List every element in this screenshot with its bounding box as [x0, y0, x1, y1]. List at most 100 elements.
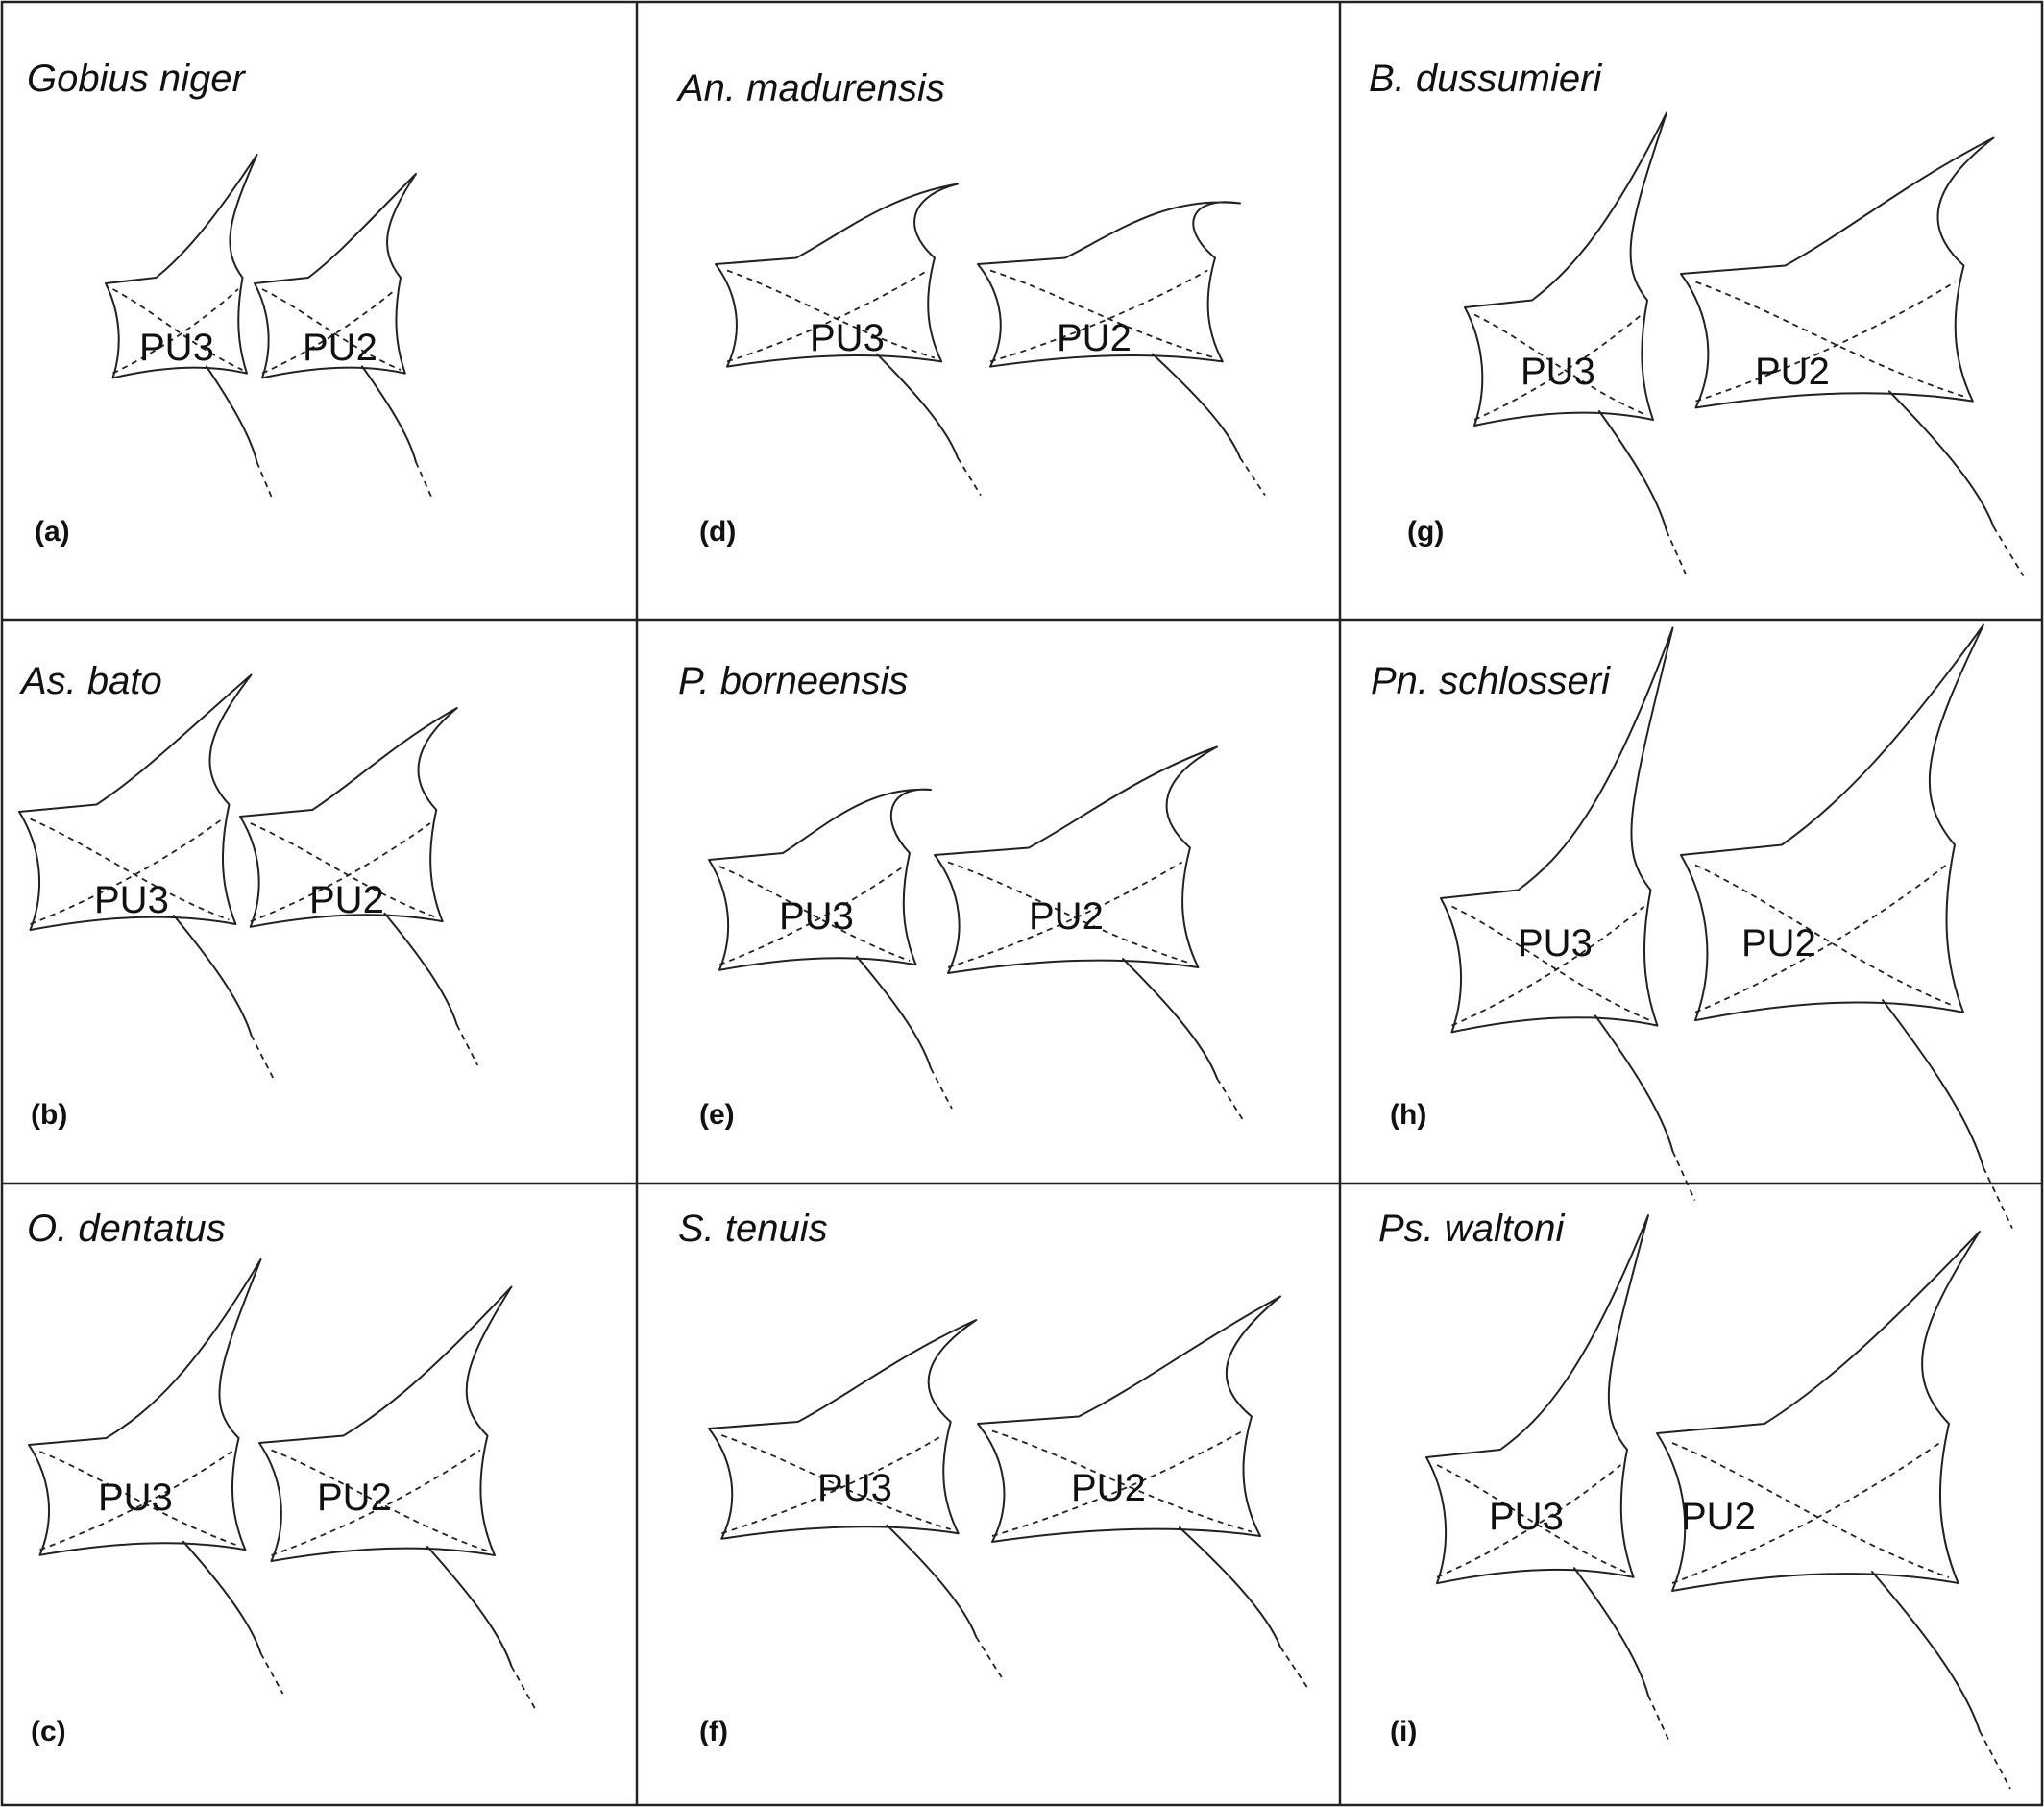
vertebra-outline	[361, 365, 417, 463]
vertebra-label-pu3: PU3	[1489, 1496, 1564, 1538]
vertebra-dashed-line	[930, 1067, 953, 1110]
vertebra-dashed-line	[975, 1636, 1003, 1678]
vertebra-dashed-line	[991, 1429, 1244, 1537]
vertebra-outline	[886, 1524, 978, 1638]
vertebra-dashed-line	[1694, 864, 1956, 1008]
vertebra-dashed-line	[39, 1451, 233, 1551]
vertebra-outline	[182, 1540, 262, 1654]
vertebra-dashed-line	[957, 457, 982, 496]
vertebra-outline	[934, 745, 1218, 974]
vertebra-dashed-line	[250, 822, 431, 923]
vertebra-outline	[1464, 111, 1667, 427]
panel-title: O. dentatus	[27, 1208, 226, 1250]
vertebra-outline	[426, 1546, 513, 1668]
vertebra-dashed-line	[1436, 1464, 1628, 1574]
vertebra-dashed-line	[250, 822, 437, 918]
vertebra-dashed-line	[1647, 1695, 1670, 1743]
vertebra-dashed-line	[259, 1652, 284, 1695]
vertebra-dashed-line	[1694, 864, 1947, 1013]
vertebra-dashed-line	[718, 866, 904, 966]
vertebra-outline	[173, 915, 253, 1037]
vertebra-label-pu2: PU2	[309, 879, 384, 921]
vertebra-dashed-line	[1671, 1151, 1696, 1201]
vertebra-dashed-line	[112, 288, 239, 375]
vertebra-dashed-line	[1473, 313, 1648, 417]
panel-title: Ps. waltoni	[1378, 1208, 1566, 1250]
vertebra-label-pu2: PU2	[1741, 922, 1816, 965]
vertebra-outline	[258, 1285, 513, 1562]
panel-title: B. dussumieri	[1369, 58, 1602, 100]
vertebra-dashed-line	[30, 818, 230, 921]
panel-title: An. madurensis	[676, 67, 945, 110]
vertebra-label-pu2: PU2	[303, 327, 377, 369]
vertebra-outline	[1882, 999, 1984, 1169]
vertebra-label-pu3: PU3	[139, 327, 214, 369]
panel-letter: (d)	[699, 516, 736, 548]
vertebra-dashed-line	[1451, 905, 1651, 1022]
panel-letter: (h)	[1390, 1099, 1426, 1131]
vertebra-dashed-line	[415, 461, 432, 498]
vertebra-outline	[383, 912, 458, 1026]
vertebra-dashed-line	[947, 861, 1183, 968]
vertebra-dashed-line	[261, 288, 397, 375]
vertebra-dashed-line	[1979, 1730, 2011, 1790]
panel-letter: (c)	[31, 1716, 66, 1747]
vertebra-dashed-line	[271, 1449, 481, 1556]
vertebra-dashed-line	[1239, 457, 1266, 496]
vertebra-dashed-line	[510, 1666, 537, 1710]
vertebra-dashed-line	[1436, 1464, 1621, 1578]
vertebra-outline	[254, 173, 417, 379]
vertebra-dashed-line	[256, 461, 273, 498]
vertebra-outline	[105, 154, 258, 379]
vertebra-dashed-line	[989, 269, 1216, 359]
vertebra-dashed-line	[1671, 1442, 1940, 1584]
vertebra-dashed-line	[989, 269, 1208, 363]
vertebra-dashed-line	[726, 269, 929, 363]
panel-title: P. borneensis	[678, 660, 908, 702]
vertebra-dashed-line	[1666, 530, 1687, 574]
vertebra-outline	[1888, 390, 1995, 528]
vertebra-outline	[876, 353, 959, 459]
vertebra-dashed-line	[726, 269, 936, 359]
vertebra-outline	[708, 788, 932, 971]
vertebra-label-pu3: PU3	[94, 879, 169, 921]
panel-letter: (i)	[1390, 1716, 1417, 1747]
panel-title: Pn. schlosseri	[1371, 660, 1611, 702]
vertebra-dashed-line	[261, 288, 402, 371]
vertebra-dashed-line	[30, 818, 224, 925]
vertebra-outline	[1656, 1231, 1981, 1592]
vertebra-label-pu3: PU3	[779, 895, 854, 938]
vertebra-dashed-line	[1992, 526, 2025, 576]
vertebra-dashed-line	[991, 1429, 1253, 1533]
vertebra-dashed-line	[718, 866, 911, 962]
vertebra-outline	[28, 1258, 262, 1556]
vertebra-label-pu2: PU2	[1057, 317, 1132, 359]
vertebra-label-pu2: PU2	[1029, 895, 1104, 938]
vertebra-outline	[1179, 1526, 1281, 1648]
vertebra-dashed-line	[1279, 1647, 1310, 1691]
panel-letter: (g)	[1407, 516, 1444, 548]
vertebra-dashed-line	[455, 1024, 479, 1066]
vertebra-dashed-line	[39, 1451, 239, 1547]
panel-d: An. madurensis (d) PU3 PU2	[676, 67, 1266, 548]
vertebra-outline	[1680, 623, 1984, 1022]
vertebra-label-pu3: PU3	[1521, 351, 1595, 393]
vertebra-outline	[708, 1319, 978, 1540]
vertebra-dashed-line	[1216, 1078, 1245, 1122]
vertebra-outline	[18, 673, 253, 931]
panel-title: Gobius niger	[27, 58, 246, 100]
vertebra-dashed-line	[720, 1434, 944, 1535]
vertebra-outline	[1594, 1014, 1674, 1153]
vertebra-outline	[239, 707, 458, 928]
vertebra-label-pu3: PU3	[98, 1477, 173, 1519]
vertebra-label-pu3: PU3	[810, 317, 885, 359]
